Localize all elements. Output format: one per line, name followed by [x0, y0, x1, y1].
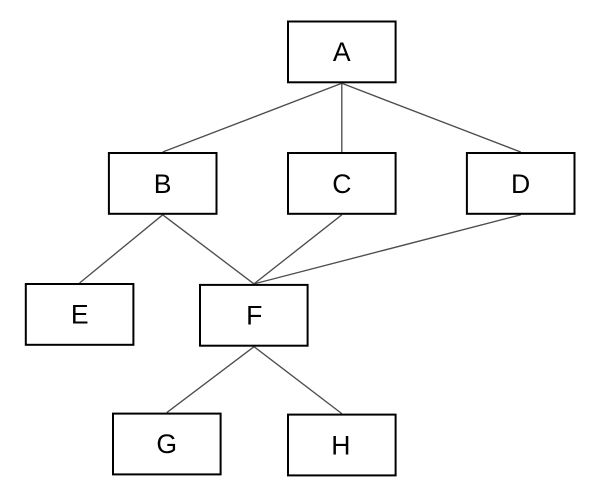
svg-text:H: H	[331, 430, 350, 460]
svg-text:E: E	[71, 299, 89, 329]
svg-text:D: D	[511, 169, 530, 199]
svg-text:F: F	[246, 301, 262, 331]
svg-text:C: C	[332, 169, 351, 199]
svg-text:G: G	[156, 429, 177, 459]
svg-text:B: B	[154, 169, 172, 199]
svg-text:A: A	[333, 37, 351, 67]
